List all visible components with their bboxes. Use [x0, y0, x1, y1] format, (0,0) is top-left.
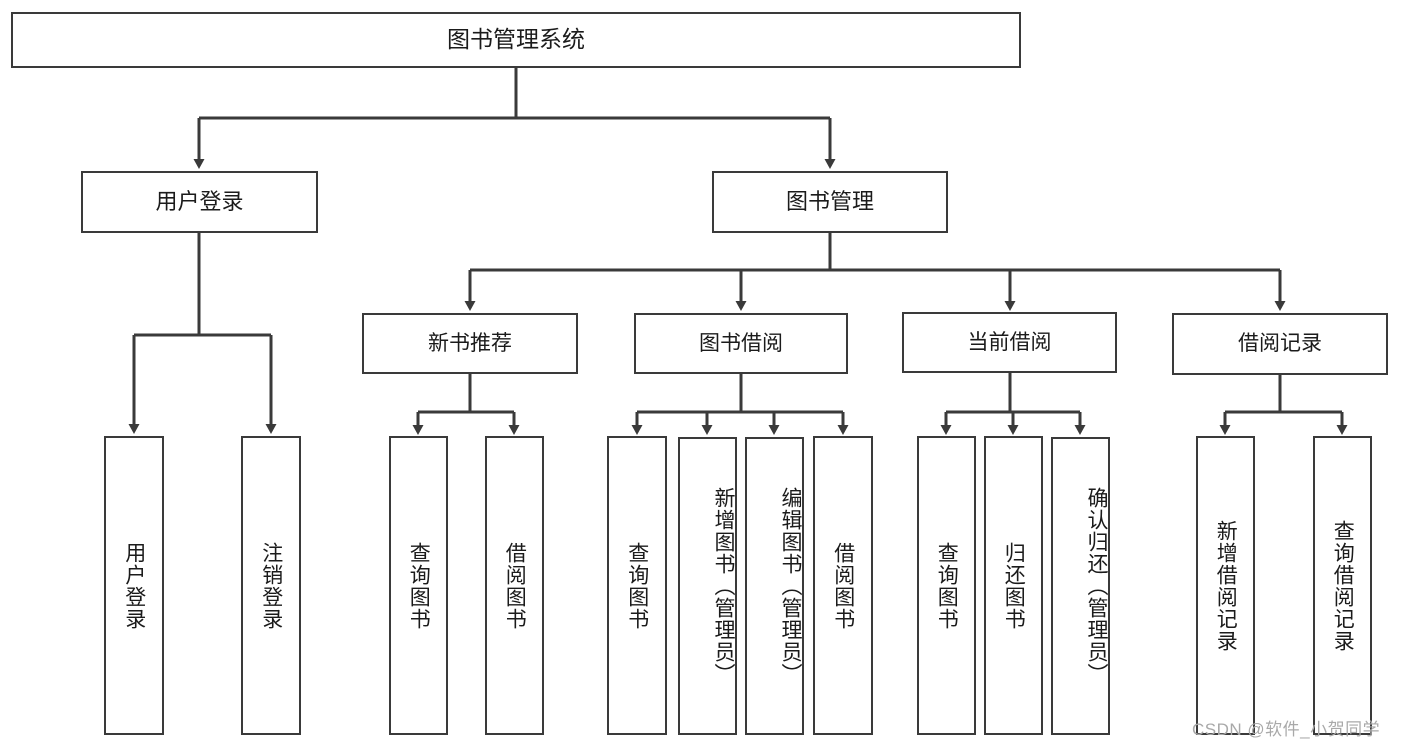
node-label: 确认归还（管理员） [1085, 487, 1108, 685]
node-label: 借阅图书 [503, 541, 527, 630]
leaf-current-query-book[interactable]: 查询图书 [917, 436, 976, 735]
leaf-borrow-edit-book-admin[interactable]: 编辑图书（管理员） [745, 437, 804, 735]
node-label: 图书管理 [785, 188, 874, 214]
leaf-current-confirm-return-admin[interactable]: 确认归还（管理员） [1051, 437, 1110, 735]
node-label: 借阅记录 [1238, 332, 1322, 356]
leaf-recommend-query-book[interactable]: 查询图书 [389, 436, 448, 735]
node-label: 新增借阅记录 [1214, 519, 1238, 652]
node-new-book-recommend[interactable]: 新书推荐 [362, 313, 578, 374]
leaf-borrow-query-book[interactable]: 查询图书 [607, 436, 667, 735]
node-label: 借阅图书 [831, 541, 855, 630]
node-label: 查询图书 [407, 541, 431, 630]
leaf-records-query-record[interactable]: 查询借阅记录 [1313, 436, 1372, 735]
node-label: 查询图书 [935, 541, 959, 630]
leaf-user-login-signout[interactable]: 注销登录 [241, 436, 301, 735]
node-label: 查询图书 [625, 541, 649, 630]
node-label: 归还图书 [1002, 541, 1026, 630]
node-root-book-management-system[interactable]: 图书管理系统 [11, 12, 1021, 68]
node-label: 当前借阅 [967, 330, 1052, 354]
node-label: 查询借阅记录 [1331, 519, 1355, 652]
leaf-records-add-record[interactable]: 新增借阅记录 [1196, 436, 1255, 735]
leaf-recommend-borrow-book[interactable]: 借阅图书 [485, 436, 544, 735]
leaf-current-return-book[interactable]: 归还图书 [984, 436, 1043, 735]
node-label: 用户登录 [122, 541, 146, 630]
node-label: 新书推荐 [428, 331, 512, 355]
node-book-borrow[interactable]: 图书借阅 [634, 313, 848, 374]
leaf-borrow-add-book-admin[interactable]: 新增图书（管理员） [678, 437, 737, 735]
node-label: 编辑图书（管理员） [779, 487, 802, 685]
node-label: 图书借阅 [699, 331, 783, 355]
node-label: 图书管理系统 [447, 26, 585, 53]
csdn-watermark: CSDN @软件_小贺同学 [1192, 720, 1381, 739]
node-borrow-records[interactable]: 借阅记录 [1172, 313, 1388, 375]
node-book-management[interactable]: 图书管理 [712, 171, 948, 233]
node-user-login[interactable]: 用户登录 [81, 171, 318, 233]
node-label: 新增图书（管理员） [712, 487, 735, 685]
node-label: 用户登录 [155, 188, 244, 214]
node-current-borrow[interactable]: 当前借阅 [902, 312, 1117, 373]
leaf-user-login-signin[interactable]: 用户登录 [104, 436, 164, 735]
leaf-borrow-borrow-book[interactable]: 借阅图书 [813, 436, 873, 735]
node-label: 注销登录 [259, 541, 283, 630]
